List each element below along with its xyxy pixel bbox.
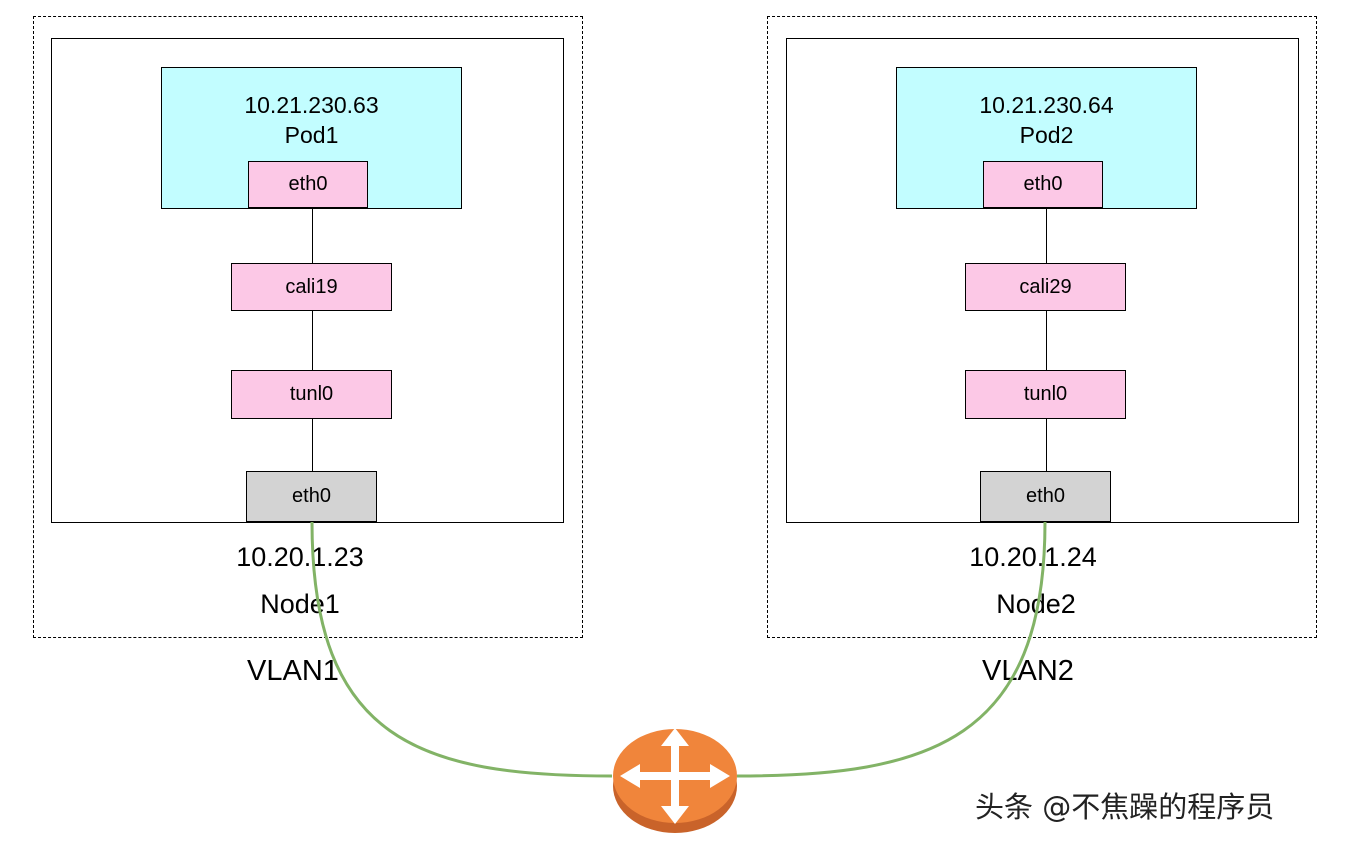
pod1-eth0: eth0 bbox=[248, 161, 368, 208]
connector-tunl0-eth0-node1 bbox=[312, 419, 313, 471]
router-icon bbox=[613, 728, 737, 833]
link-node1-router bbox=[310, 521, 613, 778]
vlan2-box bbox=[767, 16, 1317, 638]
pod2-eth0: eth0 bbox=[983, 161, 1103, 208]
pod2-name: Pod2 bbox=[1019, 122, 1074, 148]
pod1-box: 10.21.230.63 Pod1 bbox=[161, 67, 462, 209]
node2-ip: 10.20.1.24 bbox=[969, 542, 1097, 572]
connector-pod1-cali19 bbox=[312, 208, 313, 263]
node1-ip: 10.20.1.23 bbox=[236, 542, 364, 572]
node2-eth0: eth0 bbox=[980, 471, 1111, 522]
pod1-name: Pod1 bbox=[284, 122, 339, 148]
pod1-ip: 10.21.230.63 bbox=[244, 92, 379, 118]
watermark: 头条 @不焦躁的程序员 bbox=[975, 790, 1275, 824]
node1-tunl0: tunl0 bbox=[231, 370, 392, 419]
veth-cali19: cali19 bbox=[231, 263, 392, 311]
node2-tunl0: tunl0 bbox=[965, 370, 1126, 419]
connector-tunl0-eth0-node2 bbox=[1046, 419, 1047, 471]
connector-pod2-cali29 bbox=[1046, 208, 1047, 263]
node1-eth0: eth0 bbox=[246, 471, 377, 522]
connector-cali29-tunl0 bbox=[1046, 311, 1047, 370]
link-node2-router bbox=[736, 521, 1047, 778]
veth-cali29: cali29 bbox=[965, 263, 1126, 311]
vlan2-label: VLAN2 bbox=[982, 655, 1074, 687]
node1-name: Node1 bbox=[260, 589, 340, 619]
vlan1-label: VLAN1 bbox=[247, 655, 339, 687]
pod2-ip: 10.21.230.64 bbox=[979, 92, 1114, 118]
vlan1-box bbox=[33, 16, 583, 638]
connector-cali19-tunl0 bbox=[312, 311, 313, 370]
